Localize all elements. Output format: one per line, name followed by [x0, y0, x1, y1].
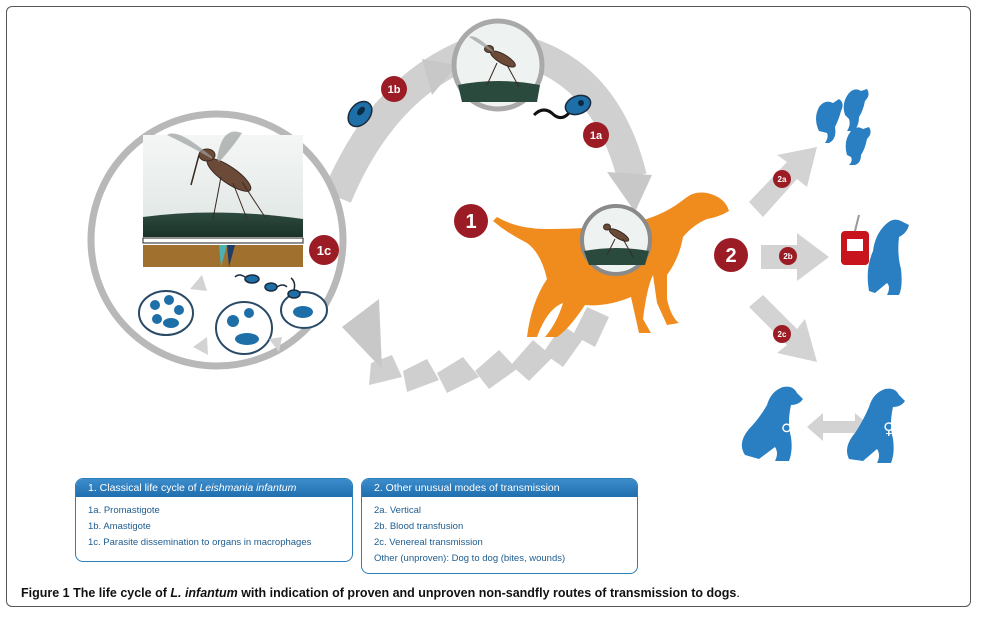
amastigote-icon [347, 100, 373, 128]
life-cycle-diagram: ♂ ♀ 1 1a 1b 1c 2 2a 2b 2c [87, 18, 909, 463]
svg-text:2b: 2b [783, 252, 792, 261]
cycle-arrowhead-1a [607, 172, 652, 212]
legend-1-item-1b: 1b. Amastigote [88, 521, 151, 532]
svg-text:1b: 1b [388, 84, 401, 96]
badge-2b: 2b [779, 247, 797, 265]
dog-blue-icon [816, 89, 871, 165]
svg-text:2a: 2a [778, 175, 787, 184]
cycle-arrow-lower [369, 307, 609, 393]
badge-2a: 2a [773, 170, 791, 188]
legend-unusual-modes: 2. Other unusual modes of transmission 2… [361, 478, 638, 574]
legend-1-item-1a: 1a. Promastigote [88, 505, 160, 516]
male-symbol: ♂ [781, 417, 795, 436]
badge-2c: 2c [773, 325, 791, 343]
sandfly-image [167, 131, 266, 220]
promastigote-1a-icon [532, 94, 592, 120]
blood-bag-icon [841, 214, 869, 265]
badge-1c: 1c [309, 235, 339, 265]
legend-classical-cycle: 1. Classical life cycle of Leishmania in… [75, 478, 353, 562]
dog-blue-icon-male [741, 386, 803, 461]
svg-text:1: 1 [465, 211, 476, 233]
badge-1: 1 [454, 204, 488, 238]
dog-blue-icon-female [847, 388, 905, 463]
badge-2: 2 [714, 238, 748, 272]
legend-2-item-2c: 2c. Venereal transmission [374, 537, 483, 548]
legend-2-item-2a: 2a. Vertical [374, 505, 421, 516]
inner-arrow-up [190, 275, 207, 291]
legend-2-item-2b: 2b. Blood transfusion [374, 521, 464, 532]
badge-1b: 1b [381, 76, 407, 102]
svg-text:2: 2 [725, 245, 736, 267]
macrophage-circle [87, 110, 347, 370]
badge-1a: 1a [583, 122, 609, 148]
svg-text:1a: 1a [590, 130, 603, 142]
figure-caption: Figure 1 The life cycle of L. infantum w… [21, 586, 740, 600]
inner-arrow-left-2 [269, 337, 282, 352]
cycle-arrowhead-1b [422, 59, 457, 95]
promastigote-icon [234, 274, 301, 299]
legend-1-item-1c: 1c. Parasite dissemination to organs in … [88, 537, 312, 548]
legend-1-title: 1. Classical life cycle of Leishmania in… [76, 479, 352, 497]
svg-text:1c: 1c [317, 243, 331, 258]
figure-frame: ♂ ♀ 1 1a 1b 1c 2 2a 2b 2c 1. Classical l… [6, 6, 971, 607]
dog-blue-icon-2b [867, 219, 909, 295]
sandfly-circle-dog [580, 204, 652, 276]
legend-2-item-other: Other (unproven): Dog to dog (bites, wou… [374, 553, 566, 564]
macrophage-icon [138, 290, 328, 355]
female-symbol: ♀ [883, 419, 895, 438]
sandfly-circle-top [451, 18, 545, 112]
inner-arrow-left [193, 337, 208, 355]
cycle-arrowhead-lower [342, 299, 382, 369]
svg-text:2c: 2c [778, 330, 787, 339]
legend-2-title: 2. Other unusual modes of transmission [362, 479, 637, 497]
